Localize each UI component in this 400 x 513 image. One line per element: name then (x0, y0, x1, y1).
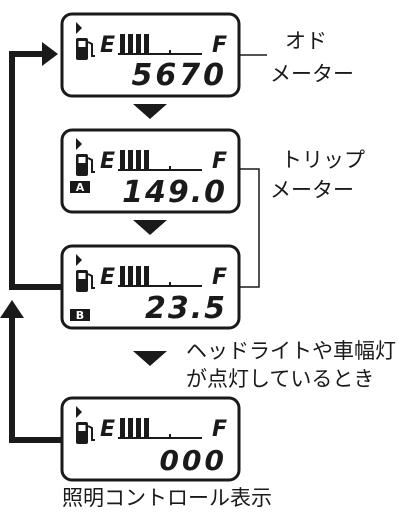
illumination-value: 000 (160, 444, 227, 477)
trip-label-line1: トリップ (281, 148, 365, 172)
down-arrow-icon (133, 104, 167, 119)
gauge-empty-label: E (100, 265, 115, 290)
trip-badge-b (70, 309, 90, 321)
lcd-display-illumination: E F 000 (60, 396, 241, 482)
gauge-full-label: F (212, 417, 227, 442)
trip-label-line2: メーター (270, 178, 354, 202)
gauge-full-label: F (212, 33, 227, 58)
trip-a-value: 149.0 (122, 175, 227, 210)
lights-note-line1: ヘッドライトや車幅灯 (186, 339, 396, 363)
illumination-caption: 照明コントロール表示 (62, 486, 272, 510)
lcd-display-odometer: E F 5670 (60, 12, 241, 98)
trip-b-value: 23.5 (145, 291, 227, 326)
trip-badge-a (70, 181, 90, 193)
flow-arrow-icon (42, 42, 58, 66)
lcd-display-trip-a: E F A 149.0 (60, 128, 241, 214)
illumination-return-arrow (0, 300, 62, 443)
lights-note-line2: が点灯しているとき (186, 367, 375, 391)
gauge-full-label: F (212, 265, 227, 290)
gauge-empty-label: E (100, 33, 115, 58)
down-arrow-icon (133, 220, 167, 235)
loop-arrow-to-odometer (9, 42, 62, 290)
gauge-empty-label: E (100, 417, 115, 442)
lcd-display-trip-b: E F B 23.5 (60, 244, 241, 330)
trip-callout-bracket (239, 168, 260, 288)
odo-label-line1: オド (285, 29, 327, 53)
trip-badge-b-label: B (76, 309, 84, 322)
flow-arrow-icon (0, 300, 24, 318)
trip-badge-a-label: A (76, 181, 85, 194)
gauge-full-label: F (212, 149, 227, 174)
gauge-empty-label: E (100, 149, 115, 174)
down-arrow-icon (133, 351, 167, 366)
odometer-value: 5670 (132, 58, 228, 93)
odo-label-line2: メーター (270, 62, 354, 86)
